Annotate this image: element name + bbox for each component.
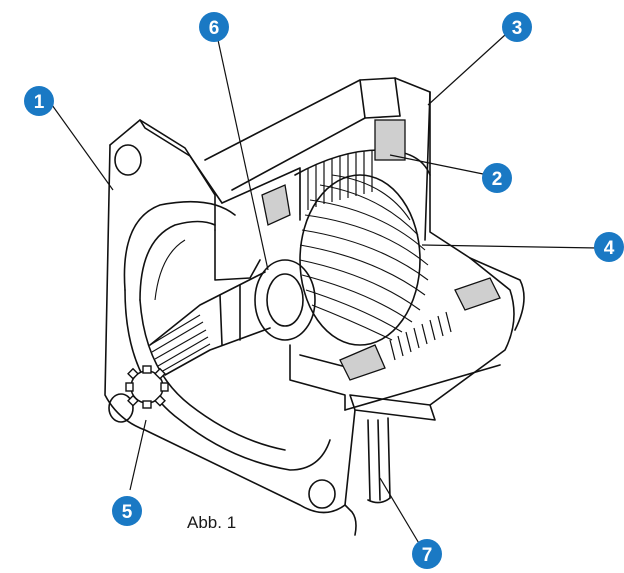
flange-hole (114, 144, 142, 176)
callout-badge (24, 86, 54, 116)
rotor (299, 174, 429, 346)
callout-badge (199, 12, 229, 42)
flange-hole (108, 393, 134, 423)
callout-6: 6 (199, 12, 229, 42)
callout-number: 5 (122, 502, 133, 523)
callout-badge (112, 496, 142, 526)
stator-coil (261, 119, 501, 381)
callout-4: 4 (594, 232, 624, 262)
callout-badge (482, 163, 512, 193)
callout-number: 3 (512, 18, 523, 39)
callout-5: 5 (112, 496, 142, 526)
callout-number: 2 (492, 169, 503, 190)
callout-badge (502, 12, 532, 42)
leader-lines (51, 34, 599, 546)
callout-1: 1 (24, 86, 54, 116)
motor-housing (204, 77, 525, 421)
callout-badge (412, 539, 442, 569)
callout-number: 7 (422, 545, 433, 566)
callout-number: 6 (209, 18, 220, 39)
pinion-gear (125, 365, 169, 409)
callout-7: 7 (412, 539, 442, 569)
callout-badge (594, 232, 624, 262)
callout-3: 3 (502, 12, 532, 42)
flange-hole (308, 479, 336, 509)
shaft (149, 259, 316, 376)
callout-number: 1 (34, 92, 45, 113)
mounting-flange (104, 119, 357, 536)
callout-number: 4 (604, 238, 615, 259)
figure-caption: Abb. 1 (187, 513, 237, 532)
callout-2: 2 (482, 163, 512, 193)
connector-pins (367, 417, 391, 504)
